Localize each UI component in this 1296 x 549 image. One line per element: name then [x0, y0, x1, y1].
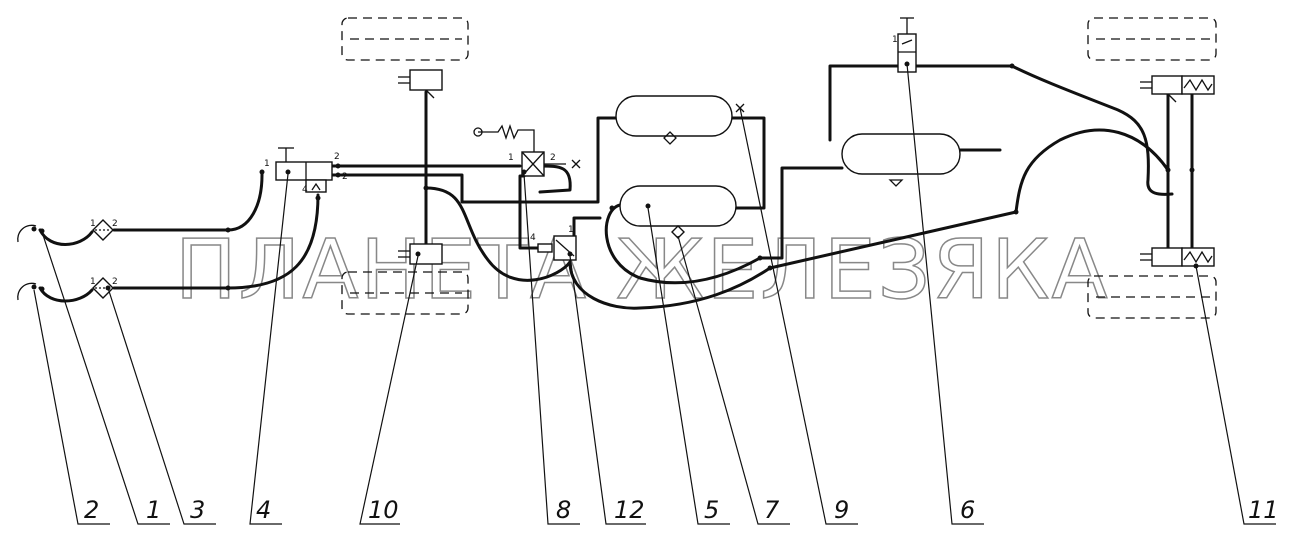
wheel-front-top [341, 17, 469, 61]
port-label: 2 [334, 152, 340, 162]
spring-brake-chamber-bottom [1140, 247, 1215, 269]
relay-valve [537, 235, 577, 261]
air-tank-upper [615, 95, 733, 145]
port-label: 1 [264, 159, 270, 169]
callout-5: 5 [704, 496, 719, 524]
port-label: 4 [302, 185, 308, 195]
callout-1: 1 [146, 496, 161, 524]
callout-7: 7 [764, 496, 780, 524]
pipelines [38, 64, 1194, 310]
port-label: 2 [342, 172, 348, 182]
callout-3: 3 [190, 496, 205, 524]
callout-2: 2 [84, 496, 99, 524]
port-label: 2 [112, 277, 118, 287]
callout-6: 6 [960, 496, 975, 524]
air-tank-rear [841, 133, 961, 187]
filter-bottom [92, 277, 114, 299]
control-valve [259, 147, 341, 201]
pressure-valve [473, 123, 581, 177]
parking-brake-valve [897, 17, 917, 73]
filter-top [92, 219, 114, 241]
callout-10: 10 [368, 496, 399, 524]
wheel-front-bottom [341, 271, 469, 315]
port-label: 2 [112, 219, 118, 229]
wheel-rear-bottom [1087, 275, 1217, 319]
callout-4: 4 [256, 496, 271, 524]
callout-11: 11 [1248, 496, 1279, 524]
junction-dots [423, 63, 1195, 271]
callout-9: 9 [834, 496, 849, 524]
wheel-rear-top [1087, 17, 1217, 61]
callout-leaders [33, 63, 1276, 525]
port-label: 1 [892, 35, 898, 45]
coupling-head-bottom [17, 282, 45, 301]
port-label: 4 [530, 233, 536, 243]
port-label: 1 [508, 153, 514, 163]
port-label: 1 [90, 277, 96, 287]
port-label: 2 [550, 153, 556, 163]
callout-8: 8 [556, 496, 571, 524]
port-label: 1 [90, 219, 96, 229]
callout-12: 12 [614, 496, 645, 524]
port-label: 1 [568, 225, 574, 235]
watermark: ПЛАНЕТА ЖЕЛЕЗЯКА [175, 223, 1110, 318]
coupling-head-top [17, 224, 45, 243]
brake-chamber-front-top [398, 69, 443, 99]
brake-chamber-front-bottom [398, 243, 443, 265]
spring-brake-chamber-top [1140, 75, 1215, 103]
